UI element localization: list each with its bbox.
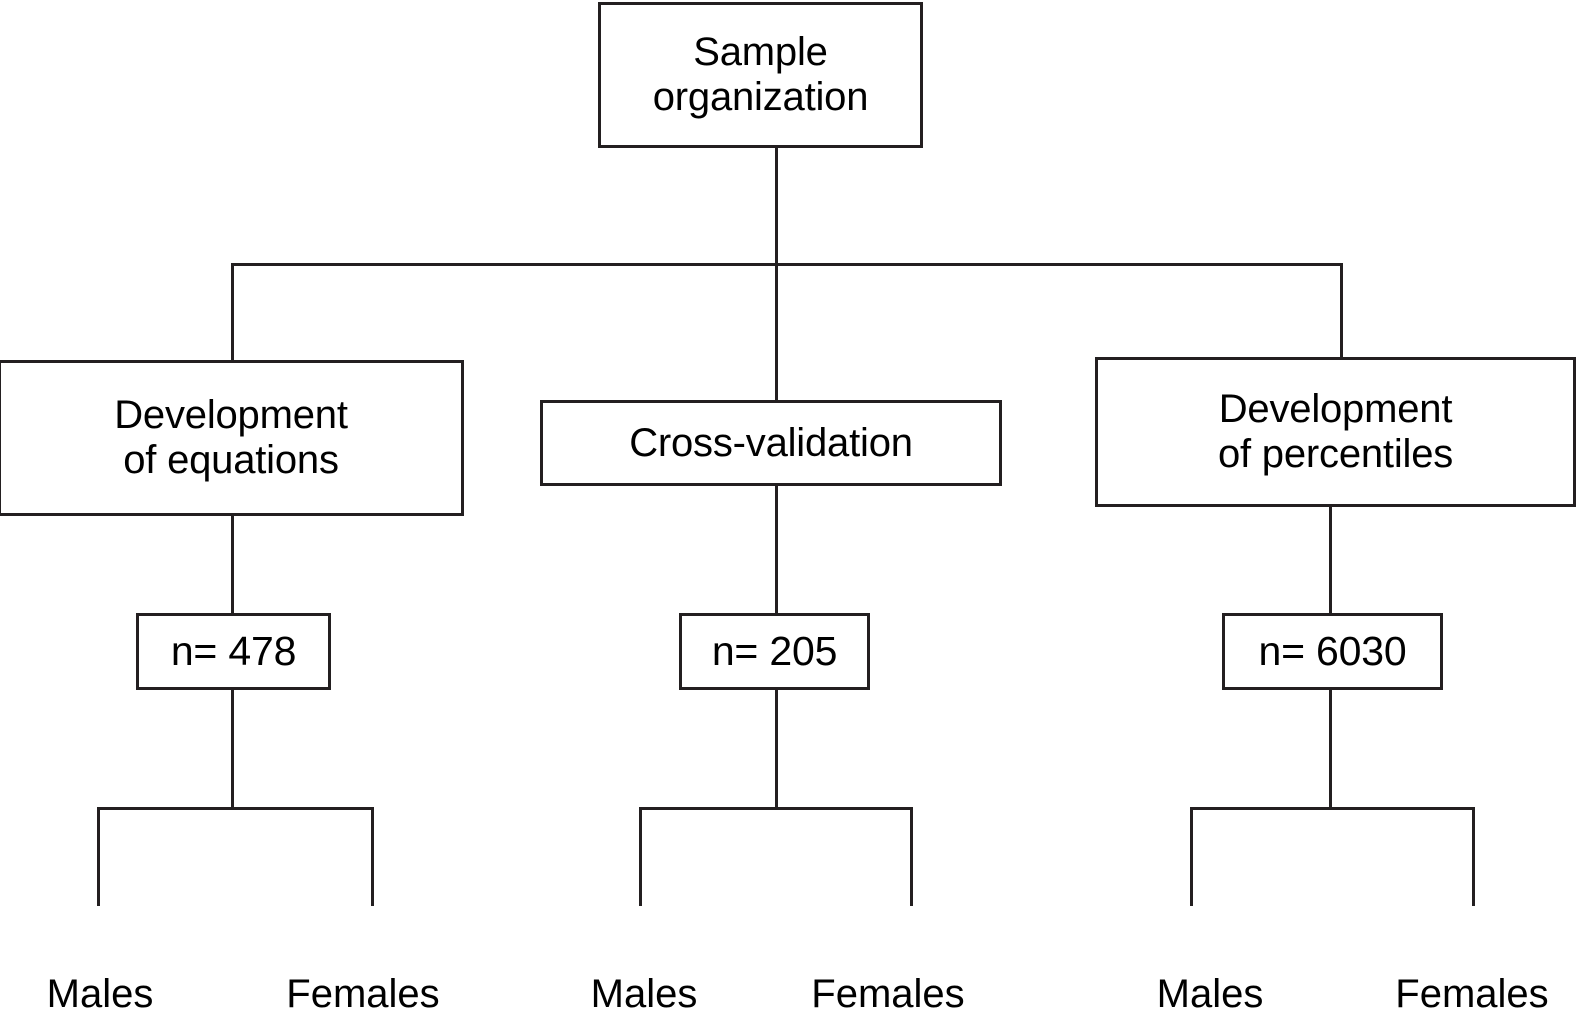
connector-drop-branch-2 bbox=[775, 263, 778, 403]
leaf-equations-females-sex: Females bbox=[286, 971, 440, 1016]
connector-branch-3-fork-bus bbox=[1190, 807, 1475, 810]
connector-bus-top bbox=[231, 263, 1343, 266]
connector-drop-branch-3 bbox=[1340, 263, 1343, 360]
leaf-percentiles-females: Females n= 3017 bbox=[1356, 926, 1586, 1035]
connector-branch-3-fork-right bbox=[1472, 807, 1475, 906]
node-sample-organization-label: Sample organization bbox=[652, 30, 869, 119]
node-sample-organization: Sample organization bbox=[598, 2, 923, 148]
node-count-crossval: n= 205 bbox=[679, 613, 870, 690]
node-count-equations: n= 478 bbox=[136, 613, 331, 690]
connector-branch-2-fork-left bbox=[639, 807, 642, 906]
node-development-of-equations-label: Development of equations bbox=[114, 393, 348, 482]
leaf-crossval-males-sex: Males bbox=[590, 971, 698, 1016]
connector-branch-3-count-stem bbox=[1329, 690, 1332, 810]
connector-branch-1-count-stem bbox=[231, 690, 234, 810]
leaf-equations-males-sex: Males bbox=[46, 971, 154, 1016]
connector-root-stem bbox=[775, 148, 778, 266]
connector-branch-2-count-stem bbox=[775, 690, 778, 810]
leaf-percentiles-females-sex: Females bbox=[1395, 971, 1549, 1016]
leaf-crossval-males: Males n= 102 bbox=[548, 926, 740, 1035]
connector-branch-1-fork-left bbox=[97, 807, 100, 906]
leaf-crossval-females: Females n= 103 bbox=[790, 926, 986, 1035]
connector-branch-1-fork-bus bbox=[97, 807, 374, 810]
node-development-of-equations: Development of equations bbox=[0, 360, 464, 516]
connector-branch-1-fork-right bbox=[371, 807, 374, 906]
connector-branch-2-to-count bbox=[775, 486, 778, 615]
node-count-percentiles: n= 6030 bbox=[1222, 613, 1443, 690]
leaf-percentiles-males-sex: Males bbox=[1156, 971, 1264, 1016]
node-cross-validation: Cross-validation bbox=[540, 400, 1002, 486]
connector-branch-3-fork-left bbox=[1190, 807, 1193, 906]
leaf-percentiles-males: Males n= 3013 bbox=[1095, 926, 1325, 1035]
connector-branch-3-to-count bbox=[1329, 507, 1332, 615]
node-count-crossval-label: n= 205 bbox=[711, 628, 838, 674]
connector-branch-1-to-count bbox=[231, 516, 234, 615]
leaf-crossval-females-sex: Females bbox=[811, 971, 965, 1016]
node-development-of-percentiles: Development of percentiles bbox=[1095, 357, 1576, 507]
connector-branch-2-fork-bus bbox=[639, 807, 913, 810]
node-count-equations-label: n= 478 bbox=[170, 628, 297, 674]
node-development-of-percentiles-label: Development of percentiles bbox=[1217, 387, 1454, 476]
connector-branch-2-fork-right bbox=[910, 807, 913, 906]
leaf-equations-females: Females n= 239 bbox=[265, 926, 461, 1035]
leaf-equations-males: Males n= 239 bbox=[5, 926, 195, 1035]
connector-drop-branch-1 bbox=[231, 263, 234, 362]
node-count-percentiles-label: n= 6030 bbox=[1258, 628, 1407, 674]
node-cross-validation-label: Cross-validation bbox=[629, 420, 913, 465]
